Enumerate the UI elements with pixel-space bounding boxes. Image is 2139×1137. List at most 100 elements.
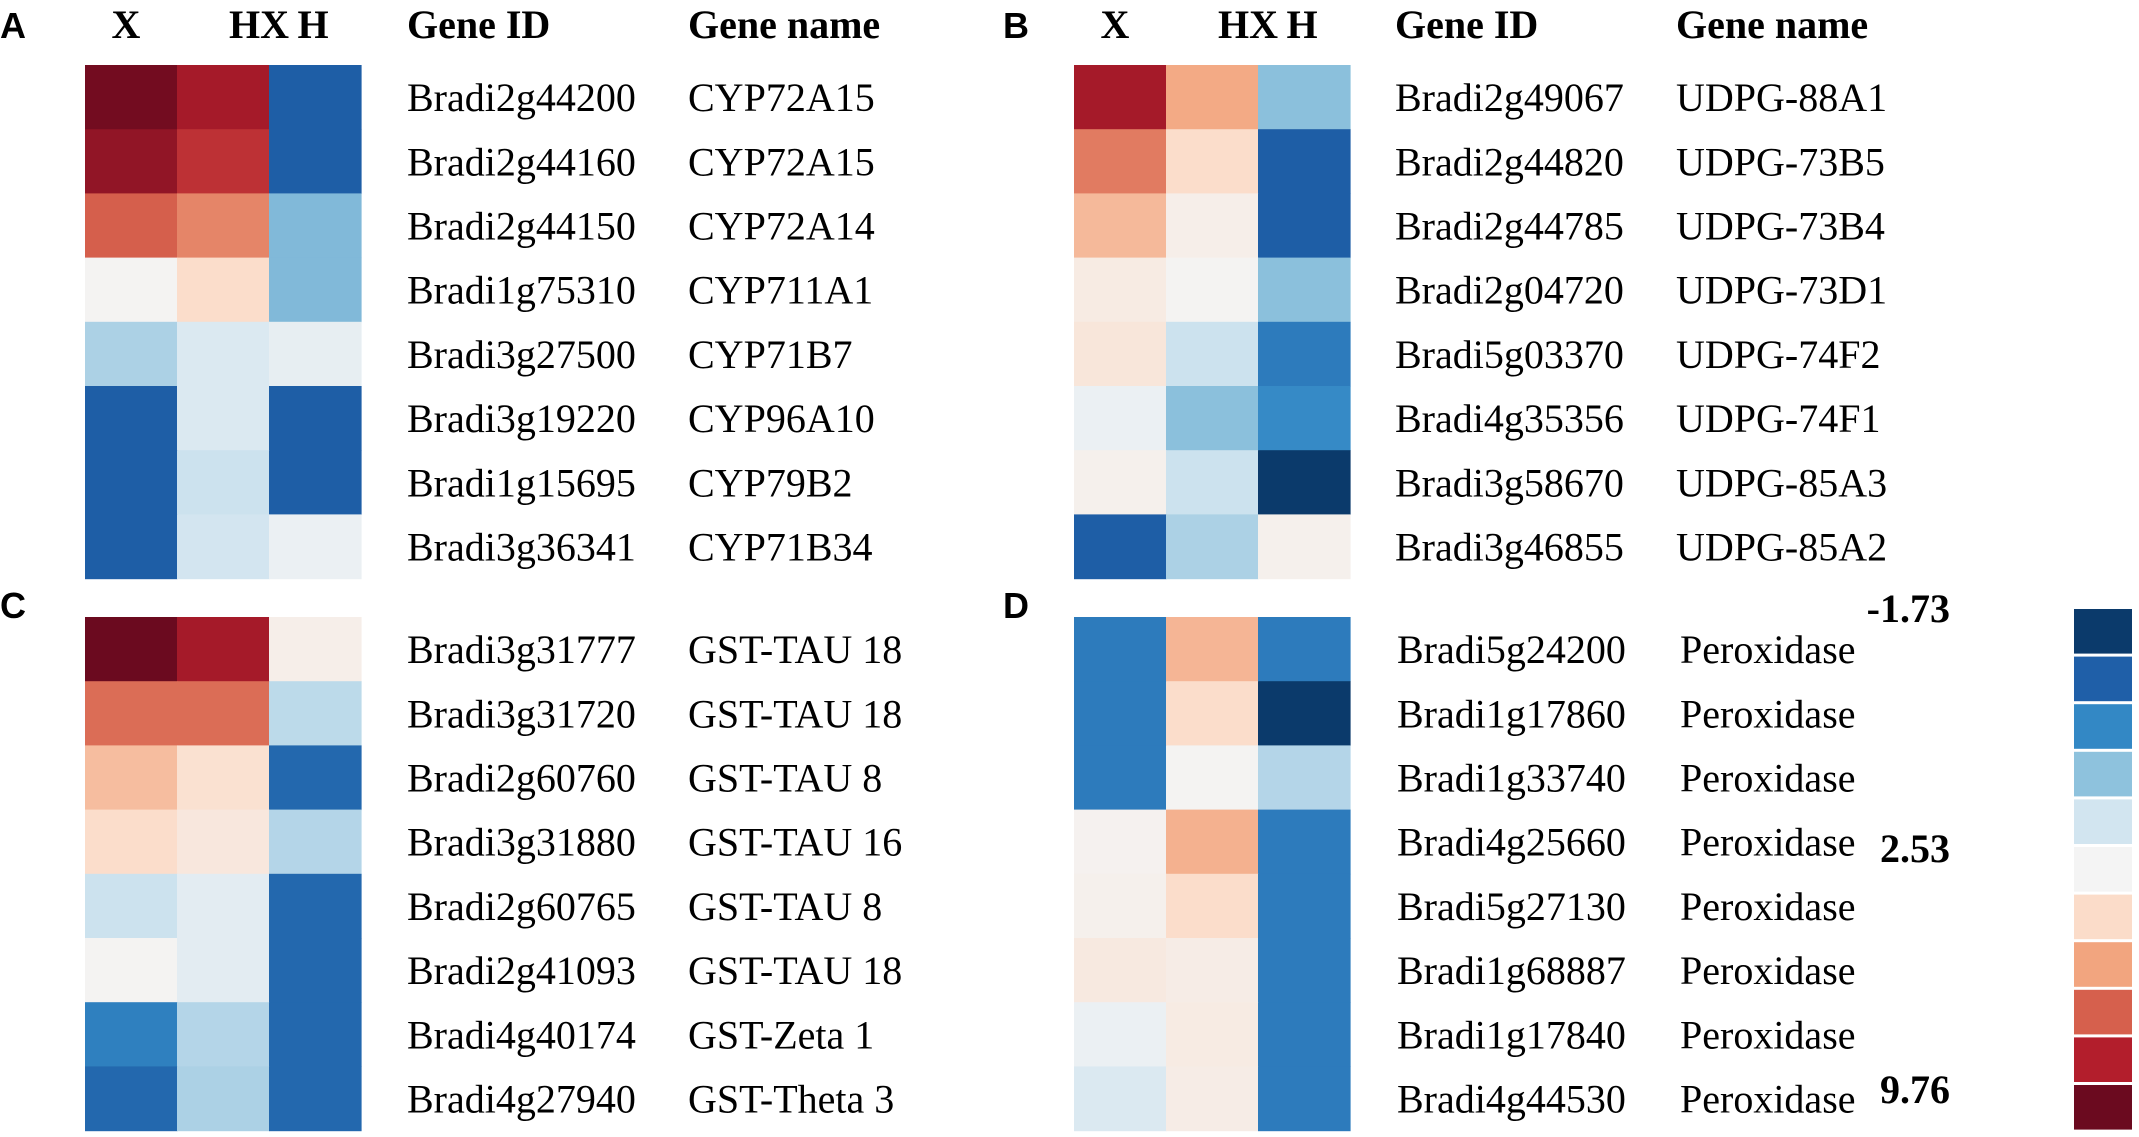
heatmap-cell [269,1002,362,1067]
heatmap-cell [269,681,362,746]
heatmap-cell [1166,681,1259,746]
gene-id-label: Bradi4g44530 [1397,1077,1626,1122]
heatmap-cell [1074,129,1167,194]
gene-name-label: CYP96A10 [688,396,875,441]
gene-name-label: UDPG-74F1 [1676,396,1880,441]
color-scale-legend: -1.73 2.53 9.76 [1867,586,2132,1130]
heatmap-cell [1074,386,1167,451]
gene-name-label: Peroxidase [1680,948,1856,993]
heatmap-cell [177,1066,270,1132]
heatmap-cell [177,617,270,682]
heatmap-cell [85,873,178,939]
heatmap-cell [177,129,270,194]
heatmap-cell [1166,938,1259,1003]
heatmap-cell [177,257,270,323]
gene-name-label: Peroxidase [1680,1012,1856,1057]
gene-name-label: GST-TAU 8 [688,884,882,929]
heatmap-cell [85,257,178,323]
panel-letter: D [1003,585,1029,626]
heatmap-cell [85,809,178,875]
panel-letter: B [1003,5,1029,46]
heatmap-cell [85,193,178,259]
color-scale-swatch [2074,894,2132,940]
gene-id-label: Bradi1g68887 [1397,948,1626,993]
heatmap-cell [1258,193,1351,259]
color-scale-swatch [2074,1037,2132,1082]
gene-name-label: CYP72A15 [688,75,875,120]
gene-id-label: Bradi2g44785 [1395,204,1624,249]
gene-id-label: Bradi1g17840 [1397,1012,1626,1057]
color-scale-swatch [2074,799,2132,844]
heatmap-cell [85,65,178,130]
heatmap-cell [85,938,178,1003]
heatmap-cell [1258,617,1351,682]
heatmap-cell [1166,1002,1259,1067]
gene-id-label: Bradi3g19220 [407,396,636,441]
heatmap-cell [1166,321,1259,387]
heatmap-cell [85,321,178,387]
gene-id-label: Bradi3g31777 [407,627,636,672]
heatmap-cell [1166,873,1259,939]
heatmap-cell [1258,681,1351,746]
gene-id-label: Bradi1g75310 [407,268,636,313]
color-scale-swatch [2074,989,2132,1035]
heatmap-cell [1258,938,1351,1003]
color-scale-swatch [2074,751,2132,797]
heatmap-cell [177,193,270,259]
heatmap-cell [1258,450,1351,515]
column-header: X [1101,2,1130,47]
heatmap-cell [269,617,362,682]
heatmap-cell [1258,873,1351,939]
heatmap-cell [1258,745,1351,811]
gene-name-label: UDPG-85A3 [1676,460,1887,505]
column-header: H [297,2,328,47]
heatmap-cell [1258,321,1351,387]
gene-id-label: Bradi3g46855 [1395,525,1624,570]
gene-name-label: CYP72A15 [688,139,875,184]
gene-name-label: GST-Theta 3 [688,1077,894,1122]
heatmap-cell [1258,1066,1351,1132]
heatmap-cell [1074,873,1167,939]
heatmap-cell [1258,514,1351,580]
heatmap-cell [177,681,270,746]
heatmap-cell [1074,809,1167,875]
heatmap-cell [1166,193,1259,259]
gene-id-label: Bradi2g04720 [1395,268,1624,313]
heatmap-cell [177,514,270,580]
color-scale-max-label: 9.76 [1880,1067,1950,1112]
gene-name-label: CYP711A1 [688,268,873,313]
heatmap-cell [1166,450,1259,515]
heatmap-cell [1074,257,1167,323]
color-scale-swatch [2074,609,2132,654]
gene-name-label: GST-TAU 18 [688,627,902,672]
heatmap-cell [1074,938,1167,1003]
heatmap-cell [269,386,362,451]
heatmap-cell [177,1002,270,1067]
gene-id-label: Bradi2g44150 [407,204,636,249]
gene-name-label: GST-TAU 18 [688,948,902,993]
gene-id-label: Bradi2g44160 [407,139,636,184]
heatmap-cell [1074,745,1167,811]
heatmap-cell [1258,386,1351,451]
heatmap-cell [177,386,270,451]
gene-id-label: Bradi3g27500 [407,332,636,377]
heatmap-cell [269,129,362,194]
gene-name-header: Gene name [688,2,880,47]
gene-id-label: Bradi5g27130 [1397,884,1626,929]
heatmap-cell [1258,65,1351,130]
gene-name-label: UDPG-74F2 [1676,332,1880,377]
gene-name-label: Peroxidase [1680,884,1856,929]
color-scale-swatches [2074,609,2132,1130]
heatmap-cell [1166,65,1259,130]
gene-name-label: CYP79B2 [688,460,853,505]
heatmap-cell [1166,809,1259,875]
color-scale-mid-label: 2.53 [1880,826,1950,871]
heatmap-cell [1074,617,1167,682]
gene-id-label: Bradi2g41093 [407,948,636,993]
gene-name-label: UDPG-73D1 [1676,268,1887,313]
heatmap-cell [1166,514,1259,580]
heatmap-cell [269,321,362,387]
